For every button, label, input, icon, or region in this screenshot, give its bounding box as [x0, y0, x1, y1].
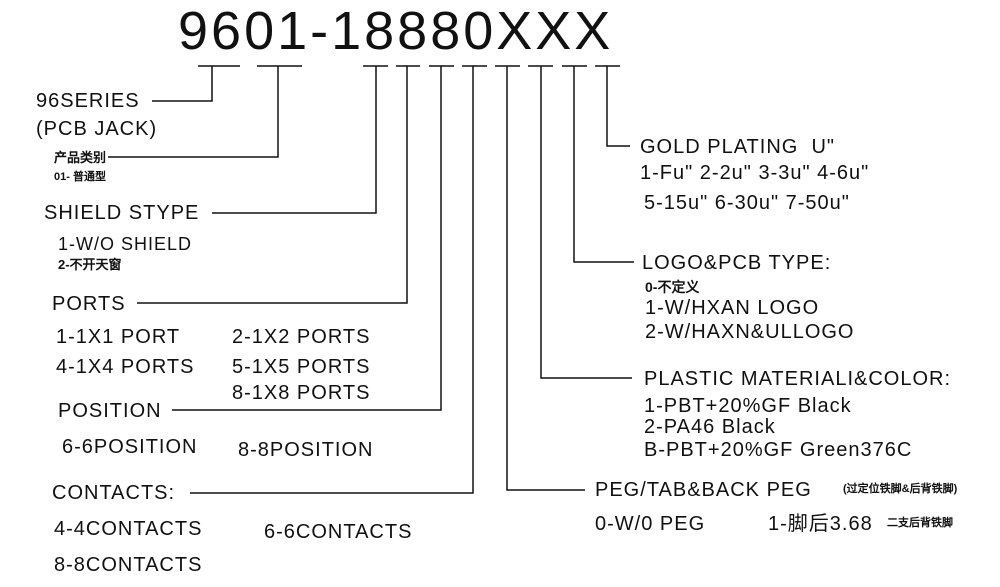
part-number: 9601-18880XXX [178, 1, 614, 61]
peg-option-note: 二支后背铁脚 [887, 517, 953, 529]
shield-option: 1-W/O SHIELD [58, 234, 193, 254]
logo-option: 1-W/HXAN LOGO [645, 297, 820, 319]
position-option: 8-8POSITION [238, 439, 374, 461]
logo-option: 0-不定义 [645, 279, 700, 295]
ports-option: 4-1X4 PORTS [56, 356, 195, 378]
logo-label: LOGO&PCB TYPE: [642, 252, 832, 274]
logo-option: 2-W/HAXN&ULLOGO [645, 321, 855, 343]
gold-option: 1-Fu" 2-2u" 3-3u" 4-6u" [640, 162, 870, 184]
ports-option: 1-1X1 PORT [56, 326, 181, 348]
position-label: POSITION [58, 400, 162, 422]
plastic-option: 1-PBT+20%GF Black [644, 395, 852, 417]
ports-label: PORTS [52, 293, 126, 315]
peg-label: PEG/TAB&BACK PEG [595, 479, 812, 501]
gold-option: 5-15u" 6-30u" 7-50u" [644, 192, 850, 214]
peg-label-note: (过定位铁脚&后背铁脚) [843, 483, 958, 495]
contacts-option: 6-6CONTACTS [264, 521, 413, 543]
position-option: 6-6POSITION [62, 436, 198, 458]
peg-option: 0-W/0 PEG [595, 513, 706, 535]
plastic-option: B-PBT+20%GF Green376C [644, 439, 913, 461]
series-sub: (PCB JACK) [36, 118, 158, 140]
contacts-option: 8-8CONTACTS [54, 554, 203, 576]
series-label: 96SERIES [36, 90, 140, 112]
shield-label: SHIELD STYPE [44, 202, 200, 224]
peg-option: 1-脚后3.68 [768, 513, 873, 535]
gold-label: GOLD PLATING U" [640, 136, 835, 158]
contacts-label: CONTACTS: [52, 482, 176, 504]
plastic-option: 2-PA46 Black [644, 416, 776, 438]
category-label: 产品类别 [54, 150, 107, 165]
category-option: 01- 普通型 [54, 171, 106, 183]
plastic-label: PLASTIC MATERIALI&COLOR: [644, 368, 952, 390]
ports-option: 8-1X8 PORTS [232, 382, 371, 404]
ports-option: 2-1X2 PORTS [232, 326, 371, 348]
shield-option: 2-不开天窗 [58, 257, 122, 272]
ports-option: 5-1X5 PORTS [232, 356, 371, 378]
contacts-option: 4-4CONTACTS [54, 518, 203, 540]
